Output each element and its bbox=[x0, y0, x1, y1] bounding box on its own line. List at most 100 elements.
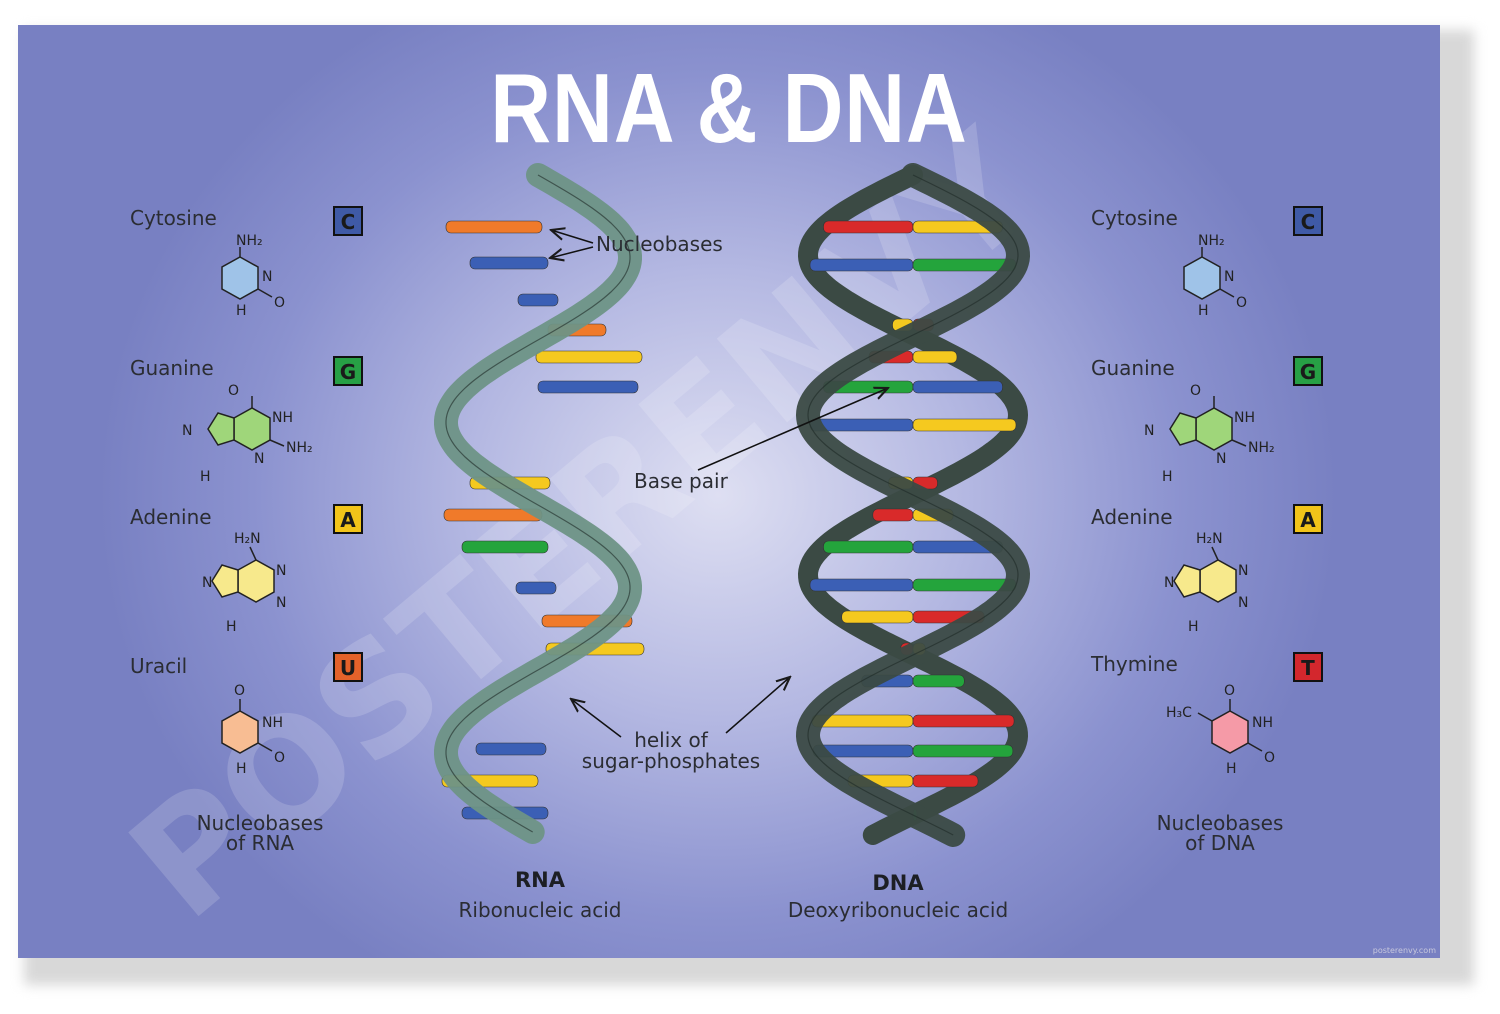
chem-label: N bbox=[254, 451, 264, 467]
dna-long-label: Deoxyribonucleic acid bbox=[788, 898, 1008, 922]
base-pair-half bbox=[912, 674, 965, 688]
helix-arrow-dna bbox=[725, 677, 790, 734]
base-pair-half bbox=[912, 380, 1003, 394]
chem-label: N bbox=[262, 269, 272, 285]
chem-label: O bbox=[1190, 383, 1201, 399]
base-pair-half bbox=[823, 540, 914, 554]
rna-nucleobases-panel: Cytosine C NH₂ N H O Guanine G O bbox=[130, 206, 363, 855]
base-pair-half bbox=[809, 578, 914, 592]
rna-adenine-structure: H₂N N N N H bbox=[202, 531, 286, 635]
rna-cytosine-label: Cytosine bbox=[130, 206, 217, 230]
base-pair-half bbox=[912, 418, 1017, 432]
chem-label: H bbox=[226, 619, 237, 635]
rna-cytosine-letter: C bbox=[341, 210, 356, 234]
chem-label: NH bbox=[1234, 410, 1255, 426]
chem-label: H bbox=[1162, 469, 1173, 485]
rna-adenine-label: Adenine bbox=[130, 505, 212, 529]
annotations: Nucleobases Base pair helix of sugar-pho… bbox=[550, 230, 888, 773]
chem-label: N bbox=[182, 423, 192, 439]
chem-label: H₃C bbox=[1166, 705, 1192, 721]
nucleobase bbox=[475, 742, 547, 756]
diagram-canvas: POSTERENVY Cytosine C NH₂ N H O Guanine … bbox=[99, 99, 1436, 955]
rna-uracil-label: Uracil bbox=[130, 654, 187, 678]
poster-title: RNA & DNA bbox=[490, 53, 968, 163]
dna-guanine-badge bbox=[1293, 356, 1323, 386]
chem-label: N bbox=[1224, 269, 1234, 285]
rna-bases-caption-line2: of RNA bbox=[226, 831, 294, 855]
chem-label: H₂N bbox=[234, 531, 261, 547]
rna-cytosine-structure: NH₂ N H O bbox=[221, 233, 285, 319]
chem-label: NH₂ bbox=[286, 440, 313, 456]
chem-label: O bbox=[1264, 750, 1275, 766]
dna-cytosine-letter: C bbox=[1301, 210, 1316, 234]
chem-label: O bbox=[1224, 683, 1235, 699]
chem-label: N bbox=[276, 595, 286, 611]
dna-guanine-structure: O NH NH₂ N N H bbox=[1144, 383, 1275, 485]
base-pair-half bbox=[912, 350, 958, 364]
dna-thymine-structure: O NH H₃C H O bbox=[1166, 683, 1275, 777]
dna-cytosine-badge bbox=[1293, 206, 1323, 236]
chem-label: N bbox=[1238, 595, 1248, 611]
chem-label: H bbox=[1226, 761, 1237, 777]
dna-helix bbox=[795, 163, 1031, 847]
base-pair-half bbox=[912, 714, 1015, 728]
rna-short-label: RNA bbox=[515, 868, 566, 892]
rna-uracil-letter: U bbox=[340, 656, 356, 680]
chem-label: NH bbox=[262, 715, 283, 731]
base-pair-arrow bbox=[697, 388, 888, 471]
chem-label: O bbox=[234, 683, 245, 699]
nucleobase bbox=[445, 220, 543, 234]
nucleobases-arrow bbox=[550, 246, 594, 258]
chem-label: H bbox=[1198, 303, 1209, 319]
dna-bases-caption-line2: of DNA bbox=[1185, 831, 1255, 855]
base-pair-half bbox=[872, 508, 914, 522]
dna-adenine-structure: H₂N N N N H bbox=[1164, 531, 1248, 635]
chem-label: N bbox=[276, 563, 286, 579]
chem-label: N bbox=[1164, 575, 1174, 591]
chem-label: N bbox=[202, 575, 212, 591]
rna-long-label: Ribonucleic acid bbox=[458, 898, 621, 922]
dna-adenine-letter: A bbox=[1300, 508, 1316, 532]
dna-thymine-label: Thymine bbox=[1090, 652, 1178, 676]
nucleobase bbox=[469, 256, 549, 270]
base-pair-half bbox=[912, 774, 979, 788]
chem-label: NH₂ bbox=[1248, 440, 1275, 456]
dna-short-label: DNA bbox=[872, 871, 924, 895]
rna-bases-caption-line1: Nucleobases bbox=[197, 811, 324, 835]
nucleobases-arrow bbox=[551, 230, 594, 244]
base-pair-half bbox=[809, 258, 914, 272]
footer-mark: posterenvy.com bbox=[1373, 946, 1436, 955]
chem-label: N bbox=[1144, 423, 1154, 439]
helix-annotation-line2: sugar-phosphates bbox=[582, 749, 760, 773]
rna-guanine-badge bbox=[333, 356, 363, 386]
chem-label: N bbox=[1238, 563, 1248, 579]
poster: RNA & DNA POSTERENVY Cytosine C NH₂ N H … bbox=[18, 25, 1440, 958]
dna-nucleobases-panel: Cytosine C NH₂ N H O Guanine G O NH bbox=[1090, 206, 1323, 855]
nucleobase bbox=[515, 581, 557, 595]
rna-adenine-letter: A bbox=[340, 508, 356, 532]
rna-adenine-badge bbox=[333, 504, 363, 534]
chem-label: H bbox=[236, 761, 247, 777]
chem-label: H₂N bbox=[1196, 531, 1223, 547]
dna-adenine-label: Adenine bbox=[1091, 505, 1173, 529]
dna-guanine-letter: G bbox=[1300, 360, 1316, 384]
chem-label: H bbox=[200, 469, 211, 485]
nucleobase bbox=[537, 380, 639, 394]
chem-label: O bbox=[274, 295, 285, 311]
chem-label: N bbox=[1216, 451, 1226, 467]
dna-bases-caption-line1: Nucleobases bbox=[1157, 811, 1284, 835]
base-pair-half bbox=[841, 610, 914, 624]
chem-label: O bbox=[1236, 295, 1247, 311]
chem-label: H bbox=[236, 303, 247, 319]
chem-label: O bbox=[274, 750, 285, 766]
base-pair-half bbox=[823, 220, 914, 234]
chem-label: NH₂ bbox=[1198, 233, 1225, 249]
base-pair-annotation: Base pair bbox=[634, 469, 729, 493]
rna-guanine-letter: G bbox=[340, 360, 356, 384]
chem-label: NH bbox=[272, 410, 293, 426]
rna-helix bbox=[434, 163, 645, 844]
nucleobase bbox=[535, 350, 643, 364]
chem-label: O bbox=[228, 383, 239, 399]
nucleobase bbox=[461, 540, 549, 554]
chem-label: H bbox=[1188, 619, 1199, 635]
